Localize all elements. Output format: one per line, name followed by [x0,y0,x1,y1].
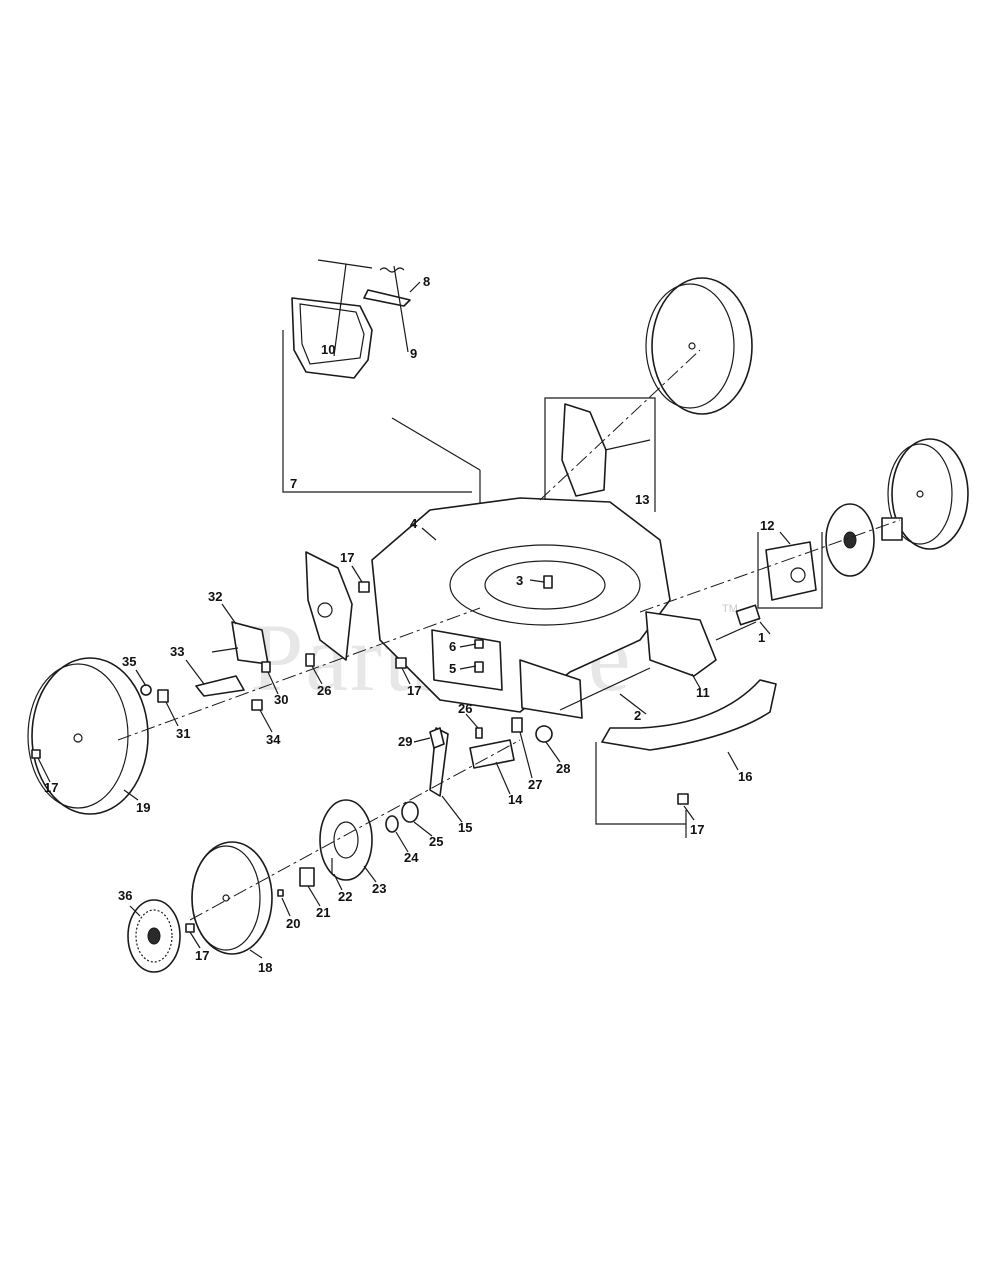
nut-27-part [511,717,523,733]
nut-17-front [185,923,195,933]
nut-6-part [474,639,484,649]
callout-14: 14 [508,792,523,807]
lever-33-part [195,675,245,697]
pin-rod-part [317,259,373,269]
bushing-1-part [735,604,761,626]
front-bracket-group [140,551,353,711]
rear-bracket-part [561,403,607,497]
wheel-19 [27,657,149,815]
spring-part [379,267,405,273]
nut-34-part [251,699,263,711]
callout-32: 32 [208,589,222,604]
callout-11: 11 [696,685,710,700]
nut-17-left [31,749,41,759]
rear-bracket-group [544,397,656,512]
right-gear [881,517,903,541]
transmission-part [645,611,717,677]
callout-30: 30 [274,692,288,707]
callout-3: 3 [516,573,523,588]
bracket-12-group [757,532,823,609]
deck-plate-part [431,629,503,691]
discharge-cover-part [519,659,583,719]
callout-17-deck: 17 [407,683,421,698]
transmission-group [559,604,761,711]
wheel-18 [185,841,273,955]
handle-inset-frame [282,330,472,493]
mower-deck-group [371,497,671,719]
callout-22: 22 [338,889,352,904]
washer-35-part [140,684,152,696]
nut-17-bracket [358,581,370,593]
bracket-12-part [765,541,817,601]
callout-16: 16 [738,769,752,784]
nut-17-deck [395,657,407,669]
bolt-26-left [305,653,315,667]
washer-25-part [401,801,419,823]
callout-35: 35 [122,654,136,669]
callout-20: 20 [286,916,300,931]
washer-20-part [277,889,284,897]
right-wheel [825,438,969,577]
callout-19: 19 [136,800,150,815]
callout-15: 15 [458,820,472,835]
bolt-3-part [543,575,553,589]
callout-33: 33 [170,644,184,659]
callout-21: 21 [316,905,330,920]
callout-17-baffle: 17 [690,822,704,837]
bracket-plate-part [363,289,411,307]
callout-17-left: 17 [44,780,58,795]
callout-31: 31 [176,726,190,741]
callout-12: 12 [760,518,774,533]
knob-29-part [429,727,445,749]
callout-17-bracket: 17 [340,550,354,565]
watermark-trademark: TM [722,603,738,615]
callout-6: 6 [449,639,456,654]
callout-25: 25 [429,834,443,849]
callout-23: 23 [372,881,386,896]
front-gear-group [277,799,419,897]
callout-9: 9 [410,346,417,361]
drive-axle-part [559,667,651,711]
callout-27: 27 [528,777,542,792]
callout-7: 7 [290,476,297,491]
hubcap-36 [127,899,181,973]
callout-26-center: 26 [458,701,472,716]
callout-36: 36 [118,888,132,903]
bolt-26-center [475,727,483,739]
handle-grip-part [291,297,373,379]
callout-34: 34 [266,732,281,747]
callout-24: 24 [404,850,419,865]
nut-17-baffle [677,793,689,805]
callout-17-front: 17 [195,948,209,963]
callout-29: 29 [398,734,412,749]
bolt-5-part [474,661,484,673]
rear-bracket-frame [544,397,656,512]
rear-baffle-group [595,679,777,838]
bolt-31-part [157,689,169,703]
callout-13: 13 [635,492,649,507]
washer-24-part [385,815,399,833]
callout-26-left: 26 [317,683,331,698]
rear-wheel-top [645,277,753,415]
callout-4: 4 [410,516,418,531]
callout-28: 28 [556,761,570,776]
callout-10: 10 [321,342,335,357]
pulley-23-part [319,799,373,881]
rear-baffle-part [601,679,777,751]
nut-30-part [261,661,271,673]
callout-8: 8 [423,274,430,289]
callout-1: 1 [758,630,765,645]
callout-5: 5 [449,661,456,676]
callout-2: 2 [634,708,641,723]
gear-28-part [535,725,553,743]
callout-18: 18 [258,960,272,975]
gear-21-part [299,867,315,887]
